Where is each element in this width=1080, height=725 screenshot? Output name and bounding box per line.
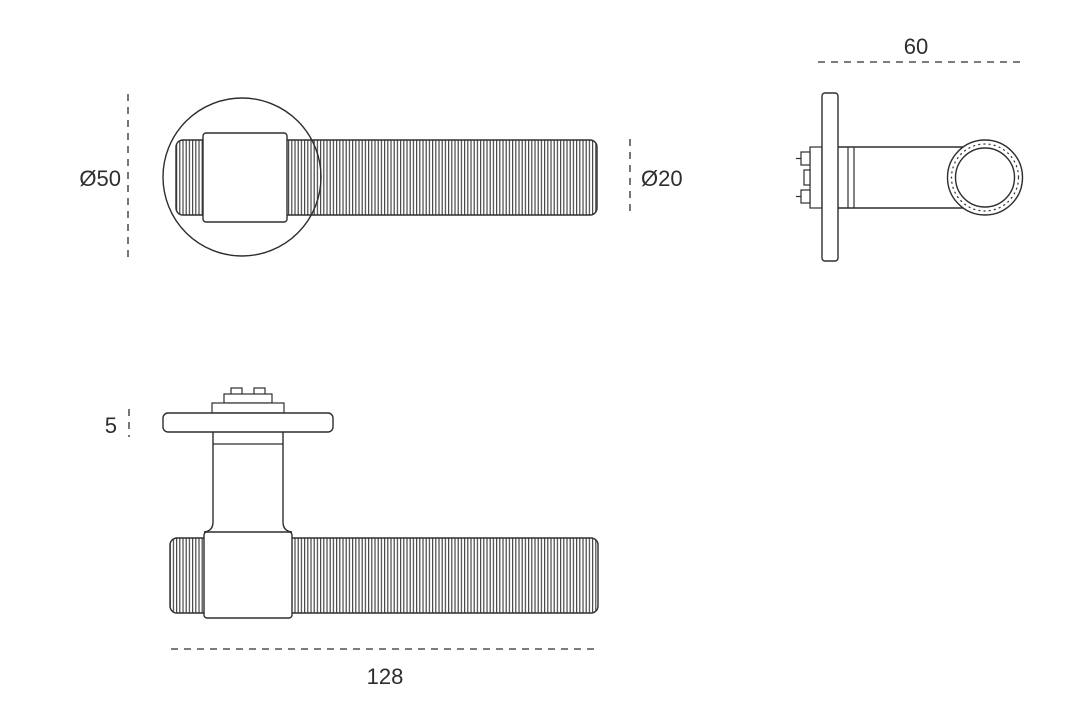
- label-projection: 60: [904, 34, 928, 59]
- spindle-stack: [211, 387, 285, 414]
- top-view: Ø50 Ø20: [79, 94, 683, 261]
- label-overall-length: 128: [367, 664, 404, 689]
- knurl-dotted-ring: [950, 143, 1020, 212]
- rosette-plate-edge: [821, 92, 839, 262]
- mounting-hardware: [796, 146, 823, 209]
- neck-block-front: [203, 531, 293, 619]
- spindle-body: [809, 146, 823, 209]
- spindle-step-upper: [223, 393, 273, 404]
- spindle-step-lower: [211, 402, 285, 414]
- screw-head-bottom: [800, 189, 811, 204]
- rosette-plate-front: [162, 412, 334, 433]
- handle-end-inner-circle: [954, 147, 1016, 208]
- spindle-nub: [803, 169, 811, 186]
- front-view: 5 128: [105, 387, 599, 689]
- label-rosette-diameter: Ø50: [79, 166, 121, 191]
- handle-end-outer-circle: [946, 139, 1024, 216]
- label-handle-diameter: Ø20: [641, 166, 683, 191]
- neck-left-edge: [203, 432, 214, 533]
- rosette-circle: [162, 97, 322, 257]
- side-view: 60: [796, 34, 1024, 262]
- label-plate-thickness: 5: [105, 413, 117, 438]
- neck-block-top: [202, 132, 288, 223]
- screw-head-top: [800, 151, 811, 166]
- neck-right-edge: [282, 432, 293, 533]
